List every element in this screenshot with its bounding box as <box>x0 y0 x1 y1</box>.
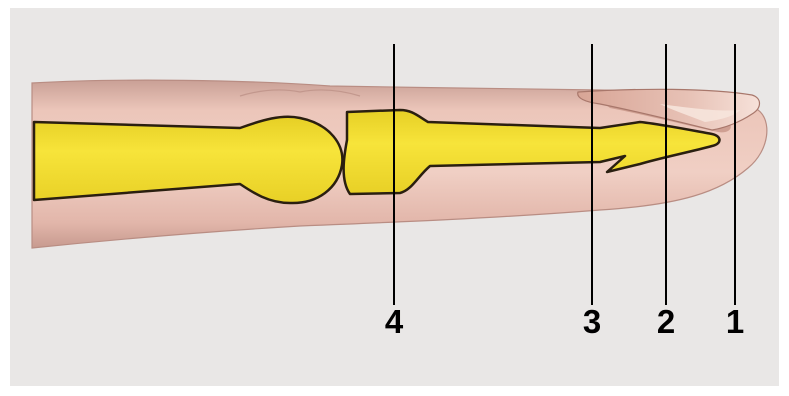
label-1: 1 <box>715 302 755 342</box>
label-3: 3 <box>572 302 612 342</box>
label-2: 2 <box>646 302 686 342</box>
label-4: 4 <box>374 302 414 342</box>
